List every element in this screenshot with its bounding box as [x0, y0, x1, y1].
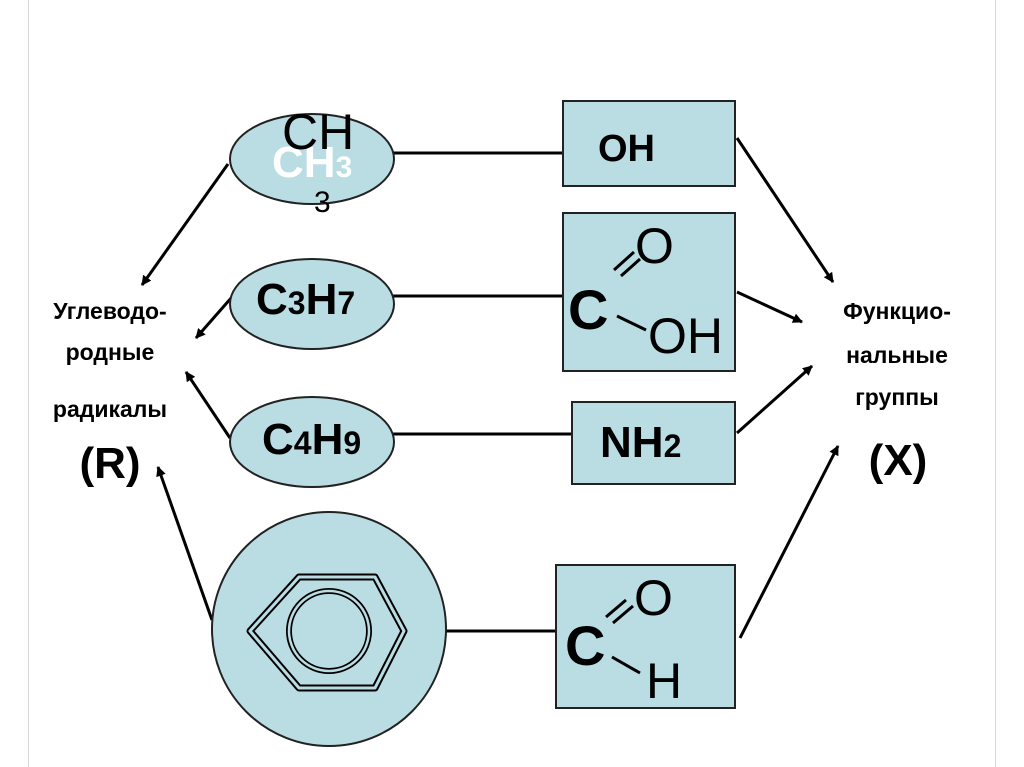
aldehyde-box: [555, 564, 736, 709]
aldehyde-hydrogen: H: [646, 653, 683, 709]
functional-group-symbol: (X): [868, 436, 928, 485]
arrow-propyl-to-r: [194, 296, 234, 339]
carboxyl-carbon: C: [568, 278, 609, 341]
right-label-line2: нальные: [846, 342, 948, 368]
carboxyl-single-bond: [616, 314, 647, 332]
right-label-line1: Функцио-: [843, 298, 951, 324]
left-label-line2: родные: [65, 339, 155, 365]
amino-box: [571, 401, 736, 485]
arrow-butyl-to-r: [184, 371, 232, 439]
carboxyl-oxygen: O: [635, 218, 674, 274]
arrow-phenyl-to-r: [156, 466, 214, 621]
methyl-formula: CH: [282, 104, 355, 160]
arrow-amino-to-x: [736, 364, 813, 435]
right-label-line3: группы: [855, 384, 939, 410]
arrow-carboxyl-to-x: [736, 290, 803, 324]
left-label-line1: Углеводо-: [53, 298, 167, 324]
arrow-aldehyde-to-x: [738, 445, 840, 639]
radical-symbol: (R): [79, 439, 141, 488]
aldehyde-double-bond-2: [612, 604, 634, 625]
propyl-formula: C3H7: [256, 275, 356, 324]
methyl-ellipse: [229, 113, 395, 205]
amino-formula: NH2: [600, 418, 682, 467]
aldehyde-single-bond: [611, 655, 641, 675]
butyl-ellipse: [229, 396, 395, 488]
arrow-hydroxyl-to-x: [735, 137, 835, 283]
methyl-ghost-formula: CH3: [272, 138, 353, 187]
methyl-subscript: 3: [314, 186, 331, 219]
left-label-line3: радикалы: [52, 396, 168, 422]
benzene-ring-icon: [246, 573, 408, 692]
aldehyde-carbon: C: [565, 614, 606, 677]
slide-frame-right: [995, 0, 996, 767]
hydroxyl-box: [562, 100, 736, 187]
carboxyl-double-bond-1: [612, 250, 636, 272]
phenyl-circle: [211, 511, 447, 747]
arrow-methyl-to-r: [140, 163, 230, 286]
aldehyde-double-bond-1: [605, 598, 627, 619]
carboxyl-double-bond-2: [619, 257, 642, 278]
hydroxyl-formula: OH: [598, 128, 655, 170]
carboxyl-hydroxyl: OH: [648, 308, 723, 364]
carboxyl-box: [562, 212, 736, 372]
slide-frame-left: [28, 0, 29, 767]
aldehyde-oxygen: O: [634, 570, 673, 626]
propyl-ellipse: [229, 258, 395, 350]
butyl-formula: C4H9: [262, 415, 362, 464]
